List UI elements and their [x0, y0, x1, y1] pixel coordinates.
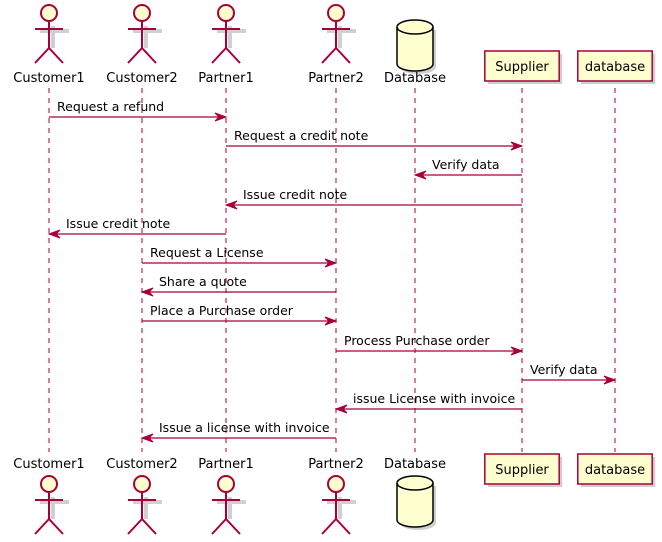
arrowhead-icon: [334, 404, 348, 414]
message-4: Issue credit note: [224, 187, 522, 210]
participant-label: Partner2: [308, 71, 364, 86]
message-6: Request a License: [142, 245, 338, 268]
participant-customer2-top: Customer2: [106, 4, 178, 86]
participant-label: Supplier: [495, 463, 549, 478]
participant-database-bottom: Database: [384, 457, 446, 530]
arrowhead-icon: [140, 287, 154, 297]
message-label: Process Purchase order: [344, 333, 490, 348]
message-9: Process Purchase order: [336, 333, 524, 356]
participant-label: Partner1: [198, 71, 254, 86]
message-2: Request a credit note: [226, 128, 524, 151]
arrowhead-icon: [324, 258, 338, 268]
message-7: Share a quote: [140, 274, 336, 297]
participant-database-top: database: [577, 50, 656, 84]
arrowhead-icon: [603, 375, 617, 385]
participant-label: database: [585, 463, 645, 478]
participant-supplier-top: Supplier: [484, 50, 563, 84]
actor-head-icon: [327, 4, 345, 22]
participant-partner2-bottom: Partner2: [308, 457, 364, 535]
participant-label: Database: [384, 457, 446, 472]
participant-customer2-bottom: Customer2: [106, 457, 178, 535]
participant-label: database: [585, 60, 645, 75]
participant-label: Customer1: [13, 71, 84, 86]
database-cylinder-icon: [396, 19, 434, 72]
participant-customer1-bottom: Customer1: [13, 457, 85, 535]
participant-label: Customer2: [106, 457, 177, 472]
message-label: Share a quote: [159, 274, 247, 289]
actor-head-icon: [217, 475, 235, 493]
message-label: Issue a license with invoice: [159, 420, 330, 435]
message-1: Request a refund: [49, 99, 228, 122]
message-10: Verify data: [522, 362, 617, 385]
participant-label: Database: [384, 71, 446, 86]
message-label: Issue credit note: [66, 216, 170, 231]
participant-label: Supplier: [495, 60, 549, 75]
arrowhead-icon: [47, 229, 61, 239]
message-label: Issue credit note: [243, 187, 347, 202]
participant-partner1-bottom: Partner1: [198, 457, 254, 535]
participant-label: Partner2: [308, 457, 364, 472]
database-cylinder-icon: [396, 475, 434, 528]
participant-supplier-bottom: Supplier: [484, 453, 563, 487]
participant-database-bottom: database: [577, 453, 656, 487]
actor-head-icon: [133, 475, 151, 493]
participant-label: Partner1: [198, 457, 254, 472]
participant-customer1-top: Customer1: [13, 4, 85, 86]
message-5: Issue credit note: [47, 216, 226, 239]
message-label: issue License with invoice: [353, 391, 515, 406]
actor-head-icon: [40, 475, 58, 493]
message-label: Request a credit note: [234, 128, 369, 143]
message-label: Request a License: [150, 245, 264, 260]
participant-label: Customer2: [106, 71, 177, 86]
message-label: Request a refund: [57, 99, 164, 114]
arrowhead-icon: [324, 316, 338, 326]
participant-partner2-top: Partner2: [308, 4, 364, 86]
arrowhead-icon: [140, 433, 154, 443]
message-label: Verify data: [530, 362, 598, 377]
participant-partner1-top: Partner1: [198, 4, 254, 86]
message-label: Verify data: [432, 157, 500, 172]
message-8: Place a Purchase order: [142, 303, 338, 326]
message-3: Verify data: [413, 157, 522, 180]
arrowhead-icon: [510, 346, 524, 356]
actor-head-icon: [40, 4, 58, 22]
actor-head-icon: [217, 4, 235, 22]
arrowhead-icon: [413, 170, 427, 180]
participant-database-top: Database: [384, 19, 446, 86]
message-11: issue License with invoice: [334, 391, 522, 414]
participant-label: Customer1: [13, 457, 84, 472]
arrowhead-icon: [224, 200, 238, 210]
actor-head-icon: [327, 475, 345, 493]
arrowhead-icon: [214, 112, 228, 122]
message-12: Issue a license with invoice: [140, 420, 336, 443]
message-label: Place a Purchase order: [150, 303, 294, 318]
arrowhead-icon: [510, 141, 524, 151]
actor-head-icon: [133, 4, 151, 22]
